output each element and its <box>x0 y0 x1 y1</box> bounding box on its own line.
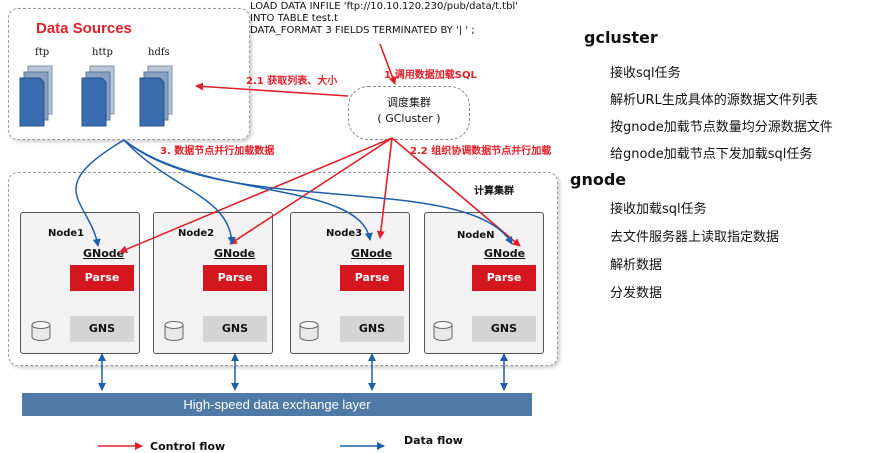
legend-data-label: Data flow <box>404 434 463 447</box>
disk-icon <box>164 321 184 341</box>
label-step1: 1.调用数据加载SQL <box>384 70 477 81</box>
scheduler-name: 调度集群 <box>387 96 431 109</box>
gnode-item: 接收加载sql任务 <box>610 202 707 217</box>
node-2-title: Node2 <box>178 228 215 239</box>
node-3-title: Node3 <box>326 228 363 239</box>
gnode-item: 去文件服务器上读取指定数据 <box>610 230 780 245</box>
scheduler-subname: ( GCluster ) <box>377 112 441 125</box>
control-arrow-node1 <box>119 137 393 253</box>
node-n-title: NodeN <box>457 230 495 241</box>
node-1-parse: Parse <box>70 265 134 291</box>
gcluster-item: 按gnode加载节点数量均分源数据文件 <box>610 120 833 135</box>
protocol-ftp: ftp <box>35 47 50 58</box>
ftp-files-icon <box>19 65 53 127</box>
compute-cluster-label: 计算集群 <box>474 186 514 197</box>
data-arrow-node1 <box>75 139 125 247</box>
node-n-gnode: GNode <box>484 247 526 260</box>
gcluster-item: 给gnode加载节点下发加载sql任务 <box>610 147 813 162</box>
data-arrow-node3 <box>123 139 373 241</box>
sql-statement: LOAD DATA INFILE 'ftp://10.10.120.230/pu… <box>250 1 518 37</box>
sql-line: INTO TABLE test.t <box>250 13 338 24</box>
node-1-gns: GNS <box>70 316 134 342</box>
node-3-gns: GNS <box>340 316 404 342</box>
sql-line: LOAD DATA INFILE 'ftp://10.10.120.230/pu… <box>250 1 518 12</box>
legend-control-label: Control flow <box>150 440 226 453</box>
gcluster-item: 解析URL生成具体的源数据文件列表 <box>610 93 818 108</box>
node-2-gns: GNS <box>203 316 267 342</box>
node-3-gnode: GNode <box>351 247 393 260</box>
control-arrow-node3 <box>376 137 393 239</box>
disk-icon <box>299 321 319 341</box>
sql-line: DATA_FORMAT 3 FIELDS TERMINATED BY '| ' … <box>250 25 475 36</box>
node-2-gnode: GNode <box>214 247 256 260</box>
node-3-parse: Parse <box>340 265 404 291</box>
data-arrow-node2 <box>123 139 236 245</box>
gnode-heading: gnode <box>570 170 627 189</box>
node-1-gnode: GNode <box>83 247 125 260</box>
gcluster-item: 接收sql任务 <box>610 66 681 81</box>
gnode-item: 分发数据 <box>610 286 663 301</box>
control-arrow-node2 <box>229 137 393 245</box>
control-arrow-get-list <box>195 82 349 97</box>
control-arrow-noden <box>391 137 521 247</box>
protocol-http: http <box>92 47 113 58</box>
scheduler-gcluster: 调度集群 ( GCluster ) <box>348 86 470 140</box>
control-arrow-sql <box>379 43 397 85</box>
node-1-title: Node1 <box>48 228 85 239</box>
hdfs-files-icon <box>139 65 173 127</box>
node-2-parse: Parse <box>203 265 267 291</box>
node-n-parse: Parse <box>472 265 536 291</box>
data-sources-title: Data Sources <box>36 20 132 37</box>
label-step21: 2.1 获取列表、大小 <box>246 76 338 87</box>
label-step3: 3. 数据节点并行加载数据 <box>160 146 275 157</box>
label-step22: 2.2 组织协调数据节点并行加载 <box>410 146 552 157</box>
exchange-layer-bar: High-speed data exchange layer <box>22 393 532 416</box>
node-n-gns: GNS <box>472 316 536 342</box>
gcluster-heading: gcluster <box>584 28 658 47</box>
data-arrow-noden <box>123 139 513 245</box>
gnode-item: 解析数据 <box>610 258 663 273</box>
http-files-icon <box>81 65 115 127</box>
protocol-hdfs: hdfs <box>148 47 170 58</box>
disk-icon <box>433 321 453 341</box>
disk-icon <box>31 321 51 341</box>
